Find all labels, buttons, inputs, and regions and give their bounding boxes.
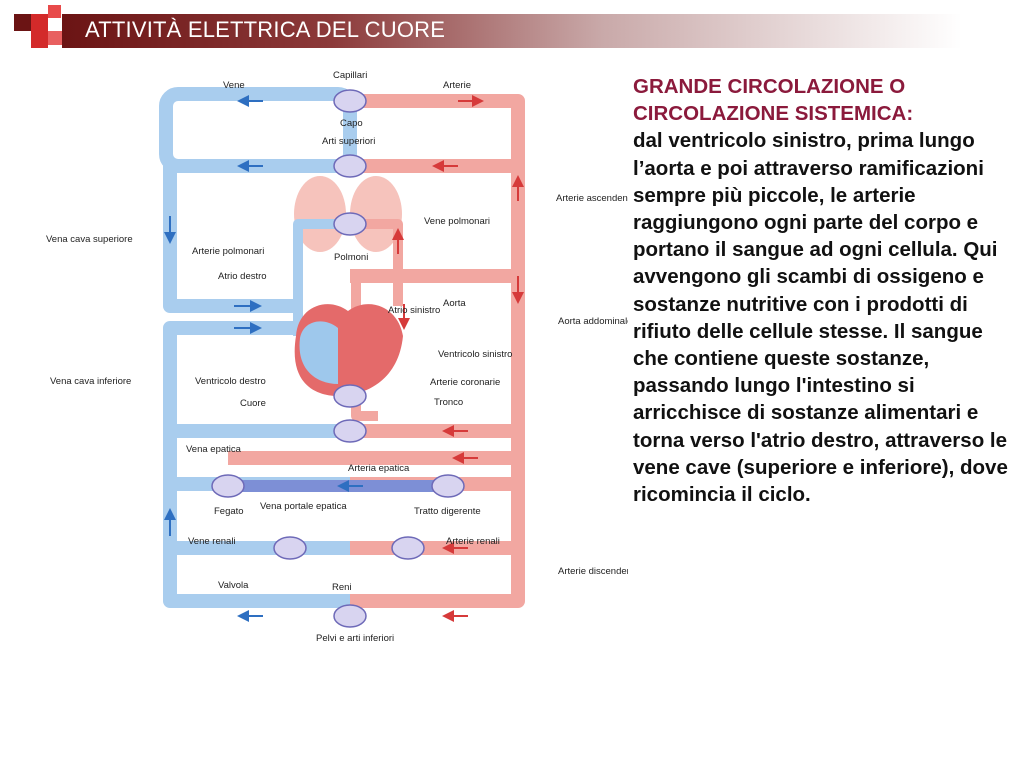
slide-title: ATTIVITÀ ELETTRICA DEL CUORE bbox=[85, 17, 446, 42]
label-pelvi-arti-inferiori: Pelvi e arti inferiori bbox=[316, 633, 394, 644]
label-vena-cava-superiore: Vena cava superiore bbox=[46, 234, 133, 245]
label-cuore: Cuore bbox=[240, 398, 266, 409]
label-aorta-addominale: Aorta addominale bbox=[558, 316, 628, 327]
label-polmoni: Polmoni bbox=[334, 252, 368, 263]
label-atrio-destro: Atrio destro bbox=[218, 271, 267, 282]
heart bbox=[294, 304, 403, 396]
label-arterie-renali: Arterie renali bbox=[446, 536, 500, 547]
label-arterie-coronarie: Arterie coronarie bbox=[430, 377, 500, 388]
label-vene: Vene bbox=[223, 80, 245, 91]
label-tronco: Tronco bbox=[434, 397, 463, 408]
circulation-body: dal ventricolo sinistro, prima lungo l’a… bbox=[633, 129, 1008, 507]
label-vena-cava-inferiore: Vena cava inferiore bbox=[50, 376, 131, 387]
label-tratto-digerente: Tratto digerente bbox=[414, 506, 481, 517]
label-capo: Capo bbox=[340, 118, 363, 129]
label-vena-epatica: Vena epatica bbox=[186, 444, 242, 455]
title-bar bbox=[62, 14, 962, 48]
label-ventricolo-destro: Ventricolo destro bbox=[195, 376, 266, 387]
label-vene-renali: Vene renali bbox=[188, 536, 236, 547]
label-reni: Reni bbox=[332, 582, 352, 593]
label-arterie: Arterie bbox=[443, 80, 471, 91]
portal-vein bbox=[228, 480, 440, 492]
lungs bbox=[294, 176, 402, 252]
label-capillari: Capillari bbox=[333, 70, 367, 81]
label-arterie-discendenti: Arterie discendenti bbox=[558, 566, 628, 577]
logo bbox=[14, 5, 62, 48]
label-ventricolo-sinistro: Ventricolo sinistro bbox=[438, 349, 512, 360]
label-atrio-sinistro: Atrio sinistro bbox=[388, 305, 440, 316]
label-vena-portale-epatica: Vena portale epatica bbox=[260, 501, 347, 512]
label-arti-superiori: Arti superiori bbox=[322, 136, 375, 147]
description-text: GRANDE CIRCOLAZIONE O CIRCOLAZIONE SISTE… bbox=[633, 73, 1018, 508]
label-aorta: Aorta bbox=[443, 298, 466, 309]
flow-arrows bbox=[164, 95, 524, 622]
label-arterie-polmonari: Arterie polmonari bbox=[192, 246, 264, 257]
circulation-heading: GRANDE CIRCOLAZIONE O CIRCOLAZIONE SISTE… bbox=[633, 75, 914, 126]
label-valvola: Valvola bbox=[218, 580, 249, 591]
label-fegato: Fegato bbox=[214, 506, 244, 517]
diagram-labels: Capillari Vene Arterie Capo Arti superio… bbox=[46, 70, 628, 644]
label-vene-polmonari: Vene polmonari bbox=[424, 216, 490, 227]
circulation-diagram: Capillari Vene Arterie Capo Arti superio… bbox=[46, 70, 628, 644]
label-arterie-ascendenti: Arterie ascendenti bbox=[556, 193, 628, 204]
label-arteria-epatica: Arteria epatica bbox=[348, 463, 410, 474]
capillary-beds bbox=[211, 89, 465, 628]
